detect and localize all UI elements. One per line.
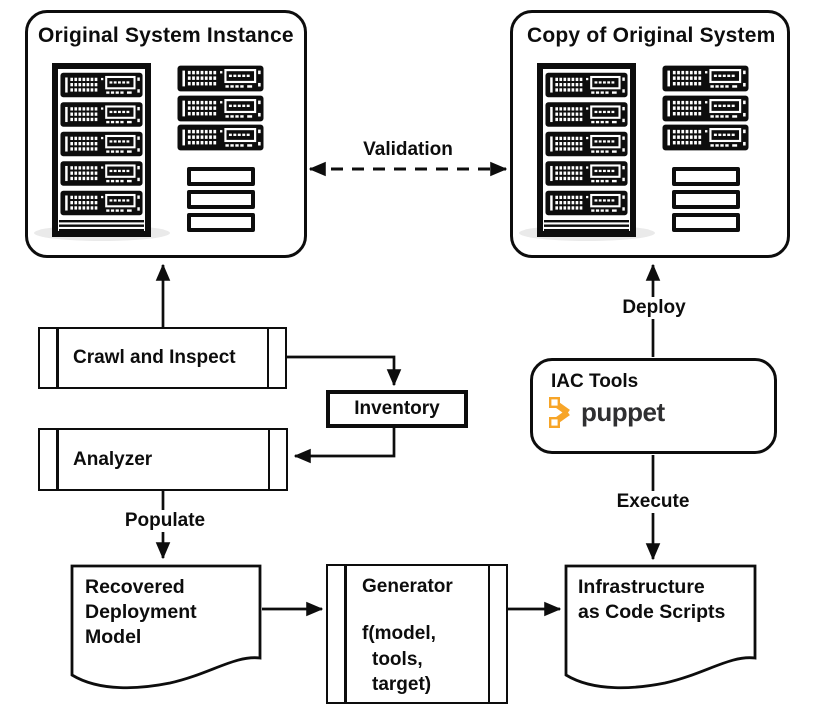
copy-system-box: Copy of Original System	[510, 10, 790, 258]
iac-tools-title: IAC Tools	[551, 371, 639, 392]
iac-tools-box: IAC Tools puppet	[530, 358, 777, 454]
crawl-and-inspect-box: Crawl and Inspect	[38, 327, 287, 389]
server-icon	[177, 95, 264, 122]
generator-formula: f(model, tools, target)	[362, 621, 436, 698]
server-rack-icon	[52, 63, 151, 237]
analyzer-label: Analyzer	[73, 448, 153, 470]
recovered-model-line2: Deployment	[85, 601, 197, 623]
puppet-logo: puppet	[549, 397, 665, 428]
populate-label: Populate	[119, 510, 211, 532]
validation-label: Validation	[358, 139, 458, 161]
blade-slot-icon	[187, 213, 255, 232]
server-icon	[662, 124, 749, 151]
puppet-wordmark: puppet	[581, 397, 665, 427]
blade-slot-icon	[187, 167, 255, 186]
server-icon	[177, 65, 264, 92]
original-system-title: Original System Instance	[38, 24, 294, 47]
process-bar	[56, 329, 59, 387]
server-icon	[177, 124, 264, 151]
generator-formula-line3: target)	[372, 674, 432, 695]
recovered-model-line3: Model	[85, 626, 142, 648]
document-shape	[70, 564, 262, 690]
blade-slot-icon	[672, 167, 740, 186]
crawl-to-inventory-arrow	[287, 355, 402, 387]
inventory-box: Inventory	[326, 390, 468, 428]
crawl-and-inspect-label: Crawl and Inspect	[73, 347, 236, 368]
process-bar	[487, 566, 490, 702]
generator-formula-line2: tools,	[372, 648, 423, 670]
process-bar	[266, 329, 269, 387]
blade-slot-icon	[672, 190, 740, 209]
deploy-label: Deploy	[617, 297, 691, 319]
copy-system-title: Copy of Original System	[527, 24, 776, 47]
generator-box: Generator f(model, tools, target)	[326, 564, 508, 704]
server-icon	[662, 65, 749, 92]
execute-label: Execute	[611, 491, 695, 513]
blade-slot-icon	[187, 190, 255, 209]
process-bar	[267, 430, 270, 489]
iac-scripts-line2: as Code Scripts	[578, 601, 726, 623]
generator-formula-line1: f(model,	[362, 623, 436, 644]
blade-slot-icon	[672, 213, 740, 232]
iac-scripts-doc: Infrastructure as Code Scripts	[564, 564, 757, 694]
puppet-logo-icon	[549, 397, 570, 428]
analyzer-box: Analyzer	[38, 428, 288, 491]
process-bar	[56, 430, 59, 489]
server-icon	[662, 95, 749, 122]
iac-scripts-line1: Infrastructure	[578, 576, 705, 598]
server-rack-icon	[537, 63, 636, 237]
original-system-box: Original System Instance	[25, 10, 307, 258]
document-shape	[564, 564, 757, 690]
recovered-model-line1: Recovered	[85, 576, 185, 598]
recovered-model-doc: Recovered Deployment Model	[70, 564, 262, 694]
generator-title: Generator	[362, 576, 453, 597]
inventory-to-analyzer-arrow	[293, 427, 396, 464]
inventory-label: Inventory	[354, 398, 440, 419]
process-bar	[344, 566, 347, 702]
